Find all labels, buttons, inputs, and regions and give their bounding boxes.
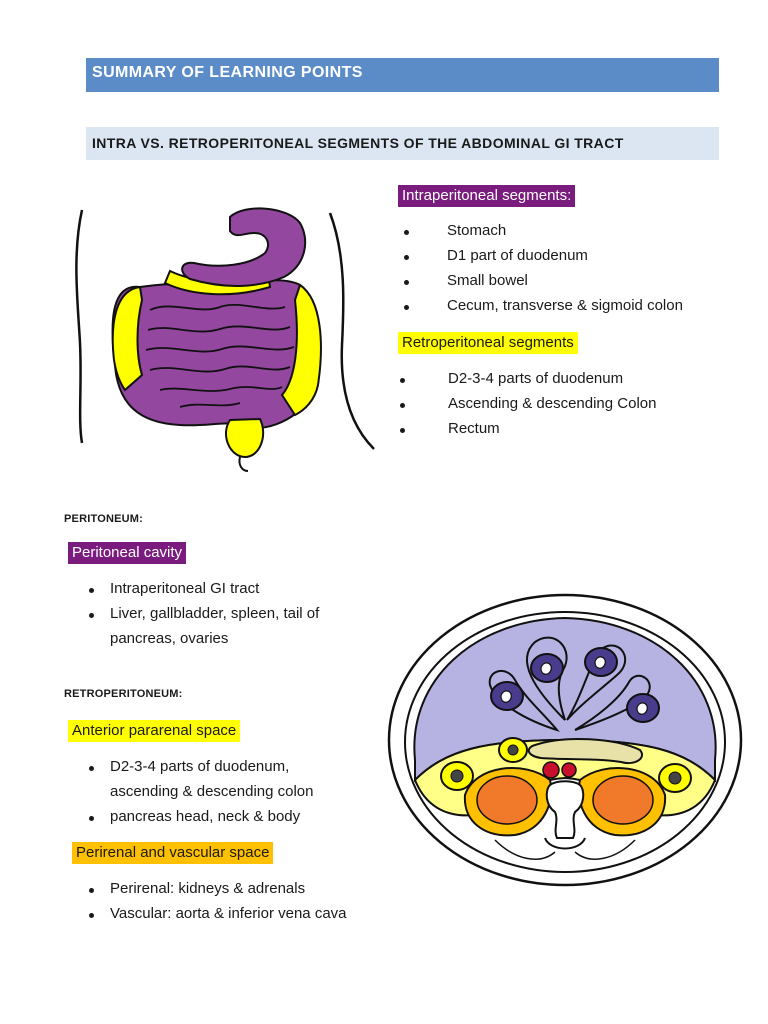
retroperitoneum-heading: RETROPERITONEUM: <box>64 688 183 700</box>
intraperitoneal-label: Intraperitoneal segments: <box>398 185 576 207</box>
retroperitoneal-list: D2-3-4 parts of duodenum Ascending & des… <box>398 370 738 445</box>
abdominal-cross-section-illustration <box>387 593 743 887</box>
perirenal-vascular-list: Perirenal: kidneys & adrenals Vascular: … <box>86 880 406 930</box>
anterior-pararenal-list: D2-3-4 parts of duodenum, ascending & de… <box>86 758 386 833</box>
retroperitoneal-label: Retroperitoneal segments <box>398 332 578 354</box>
peritoneal-cavity-label: Peritoneal cavity <box>68 542 187 564</box>
list-item: Cecum, transverse & sigmoid colon <box>400 297 740 322</box>
list-item: pancreas, ovaries <box>110 630 229 647</box>
list-item: Stomach <box>400 222 740 247</box>
page-title: SUMMARY OF LEARNING POINTS <box>86 58 719 92</box>
gi-tract-illustration <box>75 207 375 472</box>
list-item: Perirenal: kidneys & adrenals <box>86 880 406 905</box>
peritoneum-heading: PERITONEUM: <box>64 513 144 525</box>
perirenal-vascular-label: Perirenal and vascular space <box>72 842 274 864</box>
list-item: Vascular: aorta & inferior vena cava <box>86 905 406 930</box>
list-item: Intraperitoneal GI tract <box>86 580 386 605</box>
list-item: D2-3-4 parts of duodenum, <box>86 758 386 783</box>
list-item: D2-3-4 parts of duodenum <box>398 370 738 395</box>
peritoneal-cavity-list: Intraperitoneal GI tract Liver, gallblad… <box>86 580 386 655</box>
list-item: Liver, gallbladder, spleen, tail of <box>86 605 386 630</box>
list-item: D1 part of duodenum <box>400 247 740 272</box>
list-item: Ascending & descending Colon <box>398 395 738 420</box>
list-item: Small bowel <box>400 272 740 297</box>
anterior-pararenal-label: Anterior pararenal space <box>68 720 241 742</box>
intraperitoneal-list: Stomach D1 part of duodenum Small bowel … <box>400 222 740 322</box>
list-item: ascending & descending colon <box>110 783 314 800</box>
section-subtitle: INTRA VS. RETROPERITONEAL SEGMENTS OF TH… <box>86 127 719 160</box>
list-item: Rectum <box>398 420 738 445</box>
list-item: pancreas head, neck & body <box>86 808 386 833</box>
